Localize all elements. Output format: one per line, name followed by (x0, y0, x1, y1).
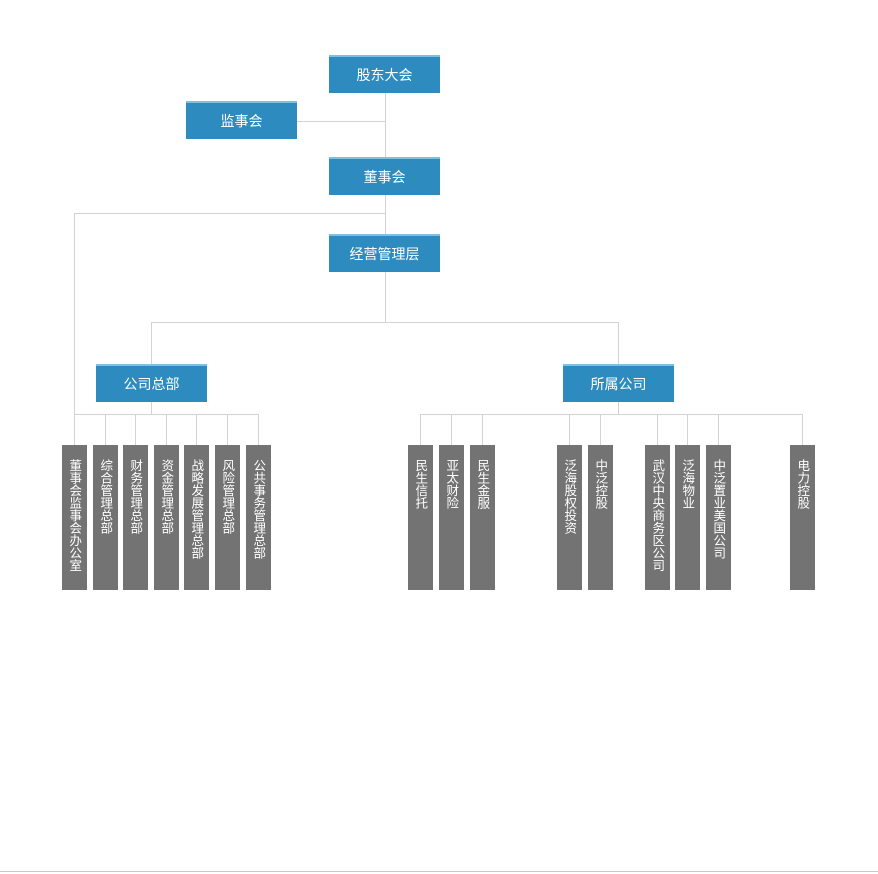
connector (74, 213, 75, 445)
connector (657, 414, 658, 445)
connector (151, 322, 152, 364)
subsidiary-company-box: 中泛控股 (588, 445, 613, 590)
connector (151, 402, 152, 414)
connector (166, 414, 167, 445)
connector (297, 121, 385, 122)
subsidiary-company-box: 亚太财险 (439, 445, 464, 590)
subsidiary-company-box: 民生信托 (408, 445, 433, 590)
connector (600, 414, 601, 445)
connector (420, 414, 803, 415)
headquarters-box: 公司总部 (96, 364, 207, 402)
connector (196, 414, 197, 445)
connector (718, 414, 719, 445)
connector (135, 414, 136, 445)
subsidiary-company-box: 泛海物业 (675, 445, 700, 590)
connector (451, 414, 452, 445)
connector (385, 93, 386, 157)
connector (618, 322, 619, 364)
connector (569, 414, 570, 445)
connector (618, 402, 619, 414)
bottom-divider (0, 871, 878, 872)
headquarters-department-box: 财务管理总部 (123, 445, 148, 590)
headquarters-department-box: 战略发展管理总部 (184, 445, 209, 590)
subsidiaries-box: 所属公司 (563, 364, 674, 402)
shareholders-meeting-box: 股东大会 (329, 55, 440, 93)
connector (385, 272, 386, 322)
subsidiary-company-box: 中泛置业美国公司 (706, 445, 731, 590)
connector (74, 213, 385, 214)
headquarters-department-box: 风险管理总部 (215, 445, 240, 590)
connector (151, 322, 619, 323)
connector (385, 195, 386, 234)
supervisory-board-box: 监事会 (186, 101, 297, 139)
connector (420, 414, 421, 445)
headquarters-department-box: 公共事务管理总部 (246, 445, 271, 590)
subsidiary-company-box: 民生金服 (470, 445, 495, 590)
connector (802, 414, 803, 445)
connector (227, 414, 228, 445)
subsidiary-company-box: 电力控股 (790, 445, 815, 590)
board-of-directors-box: 董事会 (329, 157, 440, 195)
management-box: 经营管理层 (329, 234, 440, 272)
headquarters-department-box: 综合管理总部 (93, 445, 118, 590)
subsidiary-company-box: 泛海股权投资 (557, 445, 582, 590)
connector (687, 414, 688, 445)
subsidiary-company-box: 武汉中央商务区公司 (645, 445, 670, 590)
headquarters-department-box: 董事会监事会办公室 (62, 445, 87, 590)
headquarters-department-box: 资金管理总部 (154, 445, 179, 590)
connector (258, 414, 259, 445)
connector (105, 414, 106, 445)
connector (482, 414, 483, 445)
